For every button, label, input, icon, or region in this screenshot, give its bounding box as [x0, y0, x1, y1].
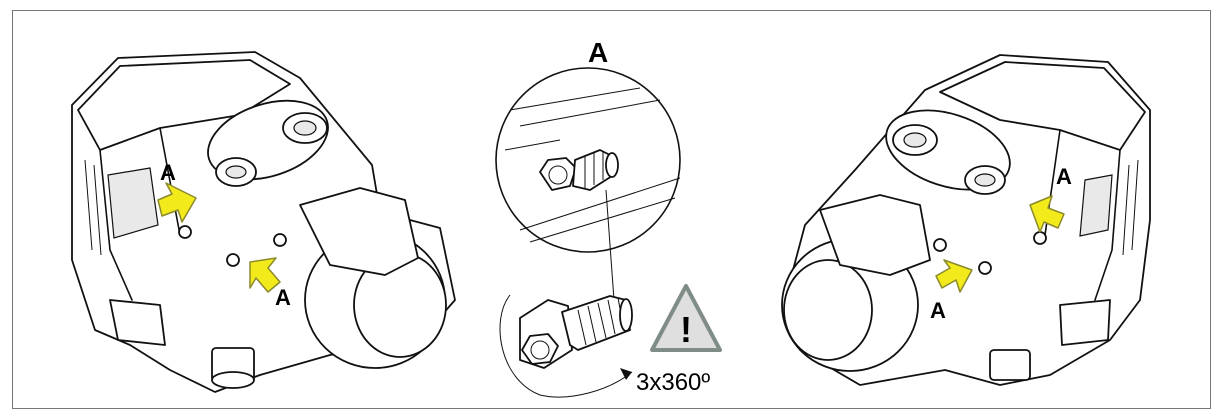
callout-arrow-icon — [935, 259, 973, 293]
detail-magnifier — [495, 67, 681, 253]
left-lower-label: A — [275, 285, 291, 310]
right-heater-illustration — [781, 54, 1151, 386]
svg-text:!: ! — [680, 309, 692, 350]
bolt-illustration — [519, 295, 633, 369]
diagram-frame — [12, 10, 1211, 409]
left-heater-illustration — [71, 51, 456, 393]
right-upper-label: A — [1056, 164, 1072, 189]
warning-triangle-icon: ! — [650, 284, 722, 352]
callout-arrow-icon — [1029, 195, 1065, 233]
torque-label: 3x360º — [636, 369, 710, 396]
callout-arrow-icon — [157, 182, 197, 223]
callout-arrow-icon — [249, 257, 281, 293]
rotation-arrow-icon — [499, 294, 633, 398]
right-lower-label: A — [930, 298, 946, 323]
detail-title-label: A — [588, 37, 608, 68]
left-upper-label: A — [160, 160, 176, 185]
